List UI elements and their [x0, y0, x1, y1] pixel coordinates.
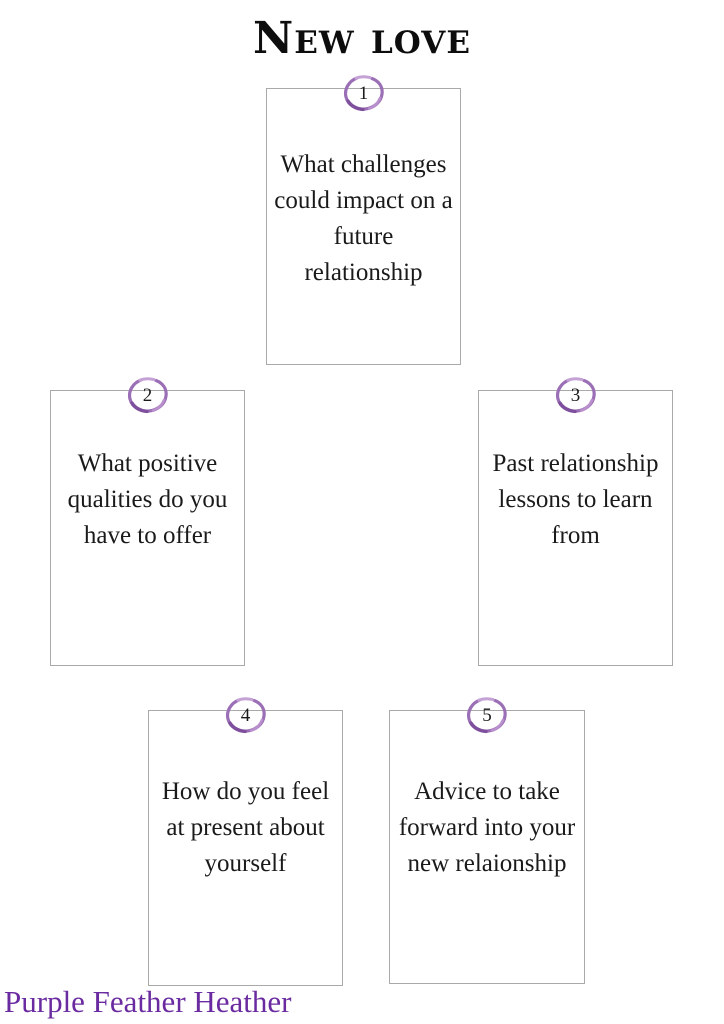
card-number-5: 5	[482, 704, 492, 726]
card-number-3: 3	[570, 384, 581, 406]
page-title: New love	[253, 13, 471, 64]
card-text-1: What challenges could impact on a future…	[274, 151, 453, 286]
brand-footer: Purple Feather Heather	[4, 984, 292, 1019]
card-text-3: Past relationship lessons to learn from	[492, 450, 659, 549]
purple-ring-stamp-icon	[225, 697, 266, 734]
purple-ring-stamp-icon	[127, 377, 168, 414]
card-number-badge-5: 5	[465, 695, 509, 735]
card-number-badge-1: 1	[342, 73, 386, 113]
card-number-badge-4: 4	[224, 695, 268, 735]
prompt-card-1: 1 What challenges could impact on a futu…	[266, 75, 461, 365]
prompt-card-3: 3 Past relationship lessons to learn fro…	[478, 377, 673, 666]
purple-ring-stamp-icon	[555, 377, 596, 414]
card-number-4: 4	[240, 704, 251, 726]
card-number-1: 1	[358, 82, 369, 104]
purple-ring-stamp-icon	[343, 75, 384, 112]
card-text-5: Advice to take forward into your new rel…	[398, 778, 576, 877]
card-number-2: 2	[142, 384, 153, 406]
card-number-badge-3: 3	[554, 375, 598, 415]
purple-ring-stamp-icon	[466, 697, 507, 734]
prompt-card-5: 5 Advice to take forward into your new r…	[389, 697, 585, 984]
card-text-2: What positive qualities do you have to o…	[67, 450, 228, 549]
prompt-card-4: 4 How do you feel at present about yours…	[148, 697, 343, 986]
prompt-card-2: 2 What positive qualities do you have to…	[50, 377, 245, 666]
card-number-badge-2: 2	[126, 375, 170, 415]
card-text-4: How do you feel at present about yoursel…	[161, 778, 330, 877]
